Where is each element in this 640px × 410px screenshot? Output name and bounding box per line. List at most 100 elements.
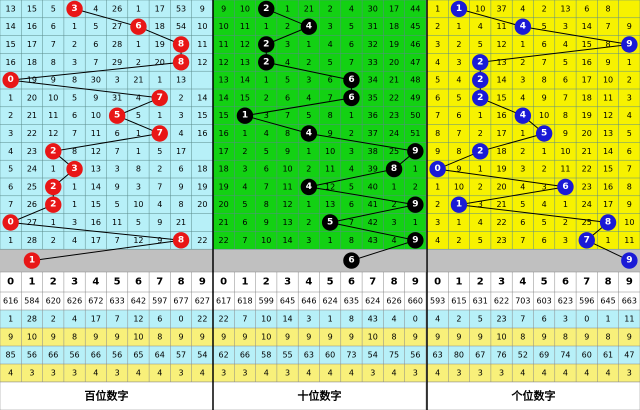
digit-header-label: 4	[519, 277, 526, 288]
stat-value: 4	[563, 369, 568, 378]
grid-cell-value: 31	[368, 22, 378, 31]
stat-value: 9	[328, 333, 333, 342]
grid-cell-value: 5	[242, 200, 247, 209]
stat-value: 599	[259, 297, 274, 306]
ball-number: 2	[50, 182, 56, 192]
stat-value: 63	[433, 351, 443, 360]
grid-cell-value: 21	[219, 218, 229, 227]
grid-cell-value: 1	[136, 129, 141, 138]
grid-cell-value: 3	[520, 165, 525, 174]
winning-number-ball	[472, 71, 489, 89]
grid-cell-value: 5	[93, 22, 98, 31]
grid-cell-value: 18	[389, 22, 399, 31]
digit-header-label: 7	[369, 277, 376, 288]
grid-cell-value: 15	[496, 93, 506, 102]
ball-number: 4	[306, 182, 312, 192]
grid-cell-value: 4	[392, 236, 397, 245]
grid-cell-value: 4	[242, 182, 247, 191]
grid-cell-value: 7	[115, 236, 120, 245]
stat-value: 9	[115, 333, 120, 342]
grid-cell-value: 1	[435, 182, 440, 191]
grid-cell-value: 10	[560, 147, 570, 156]
ball-number: 2	[263, 4, 269, 14]
stat-value: 9	[456, 333, 461, 342]
grid-cell-value: 3	[542, 182, 547, 191]
ball-row-band	[213, 249, 426, 272]
stat-value: 2	[456, 315, 461, 324]
grid-cell-value: 8	[51, 58, 56, 67]
grid-cell-value: 22	[582, 165, 592, 174]
stat-value: 626	[386, 297, 401, 306]
grid-cell-value: 17	[603, 200, 613, 209]
grid-cell-value: 2	[627, 76, 632, 85]
grid-cell-value: 20	[219, 200, 229, 209]
ball-number: 2	[477, 146, 483, 156]
stat-value: 593	[430, 297, 445, 306]
stat-value: 0	[413, 315, 418, 324]
grid-cell-value: 3	[563, 22, 568, 31]
stat-value: 0	[584, 315, 589, 324]
grid-cell-value: 15	[240, 93, 250, 102]
stat-value: 4	[328, 369, 333, 378]
digit-header-label: 7	[156, 277, 163, 288]
panel-footer-title: 个位数字	[511, 389, 556, 403]
stat-value: 3	[72, 369, 77, 378]
stat-value: 3	[51, 369, 56, 378]
grid-cell-value: 14	[282, 236, 292, 245]
stat-value: 3	[285, 369, 290, 378]
winning-number-ball	[172, 232, 190, 249]
stat-value: 3	[221, 369, 226, 378]
grid-cell-value: 25	[27, 182, 37, 191]
grid-cell-value: 11	[603, 93, 613, 102]
digit-header-label: 3	[284, 277, 291, 288]
grid-cell-value: 9	[606, 58, 611, 67]
grid-cell-value: 4	[349, 165, 354, 174]
grid-cell-value: 5	[542, 218, 547, 227]
stat-value: 10	[261, 333, 271, 342]
grid-cell-value: 10	[454, 182, 464, 191]
stat-value: 620	[46, 297, 61, 306]
ball-row-band	[0, 249, 213, 272]
grid-cell-value: 10	[539, 111, 549, 120]
grid-cell-value: 6	[627, 147, 632, 156]
winning-number-ball	[407, 196, 424, 213]
grid-cell-value: 2	[264, 93, 269, 102]
digit-header-label: 2	[477, 277, 484, 288]
winning-number-ball	[2, 214, 19, 231]
digit-header-label: 1	[28, 277, 35, 288]
grid-cell-value: 9	[264, 218, 269, 227]
grid-cell-value: 29	[112, 58, 122, 67]
grid-cell-value: 13	[325, 200, 335, 209]
grid-cell-value: 2	[435, 200, 440, 209]
grid-cell-value: 1	[542, 147, 547, 156]
grid-cell-value: 8	[435, 129, 440, 138]
ball-number: 0	[8, 218, 14, 228]
grid-cell-value: 14	[582, 22, 592, 31]
grid-cell-value: 6	[584, 4, 589, 13]
stat-value: 4	[72, 315, 77, 324]
grid-cell-value: 3	[627, 93, 632, 102]
grid-cell-value: 30	[91, 76, 101, 85]
grid-cell-value: 5	[115, 200, 120, 209]
grid-cell-value: 5	[520, 200, 525, 209]
winning-number-ball	[151, 125, 168, 142]
digit-header-label: 0	[7, 277, 14, 288]
grid-cell-value: 7	[456, 129, 461, 138]
grid-cell-value: 8	[285, 129, 290, 138]
grid-cell-value: 4	[456, 76, 461, 85]
grid-cell-value: 3	[72, 58, 77, 67]
stat-value: 63	[304, 351, 314, 360]
grid-cell-value: 1	[136, 4, 141, 13]
grid-cell-value: 25	[389, 147, 399, 156]
grid-cell-value: 11	[48, 111, 58, 120]
grid-cell-value: 5	[72, 93, 77, 102]
stat-value: 7	[242, 315, 247, 324]
grid-cell-value: 11	[112, 218, 122, 227]
digit-header-label: 0	[434, 277, 441, 288]
grid-cell-value: 4	[93, 4, 98, 13]
ball-number: 6	[562, 182, 568, 192]
grid-cell-value: 1	[72, 22, 77, 31]
grid-cell-value: 16	[27, 22, 37, 31]
grid-cell-value: 3	[306, 76, 311, 85]
stat-value: 12	[133, 315, 143, 324]
